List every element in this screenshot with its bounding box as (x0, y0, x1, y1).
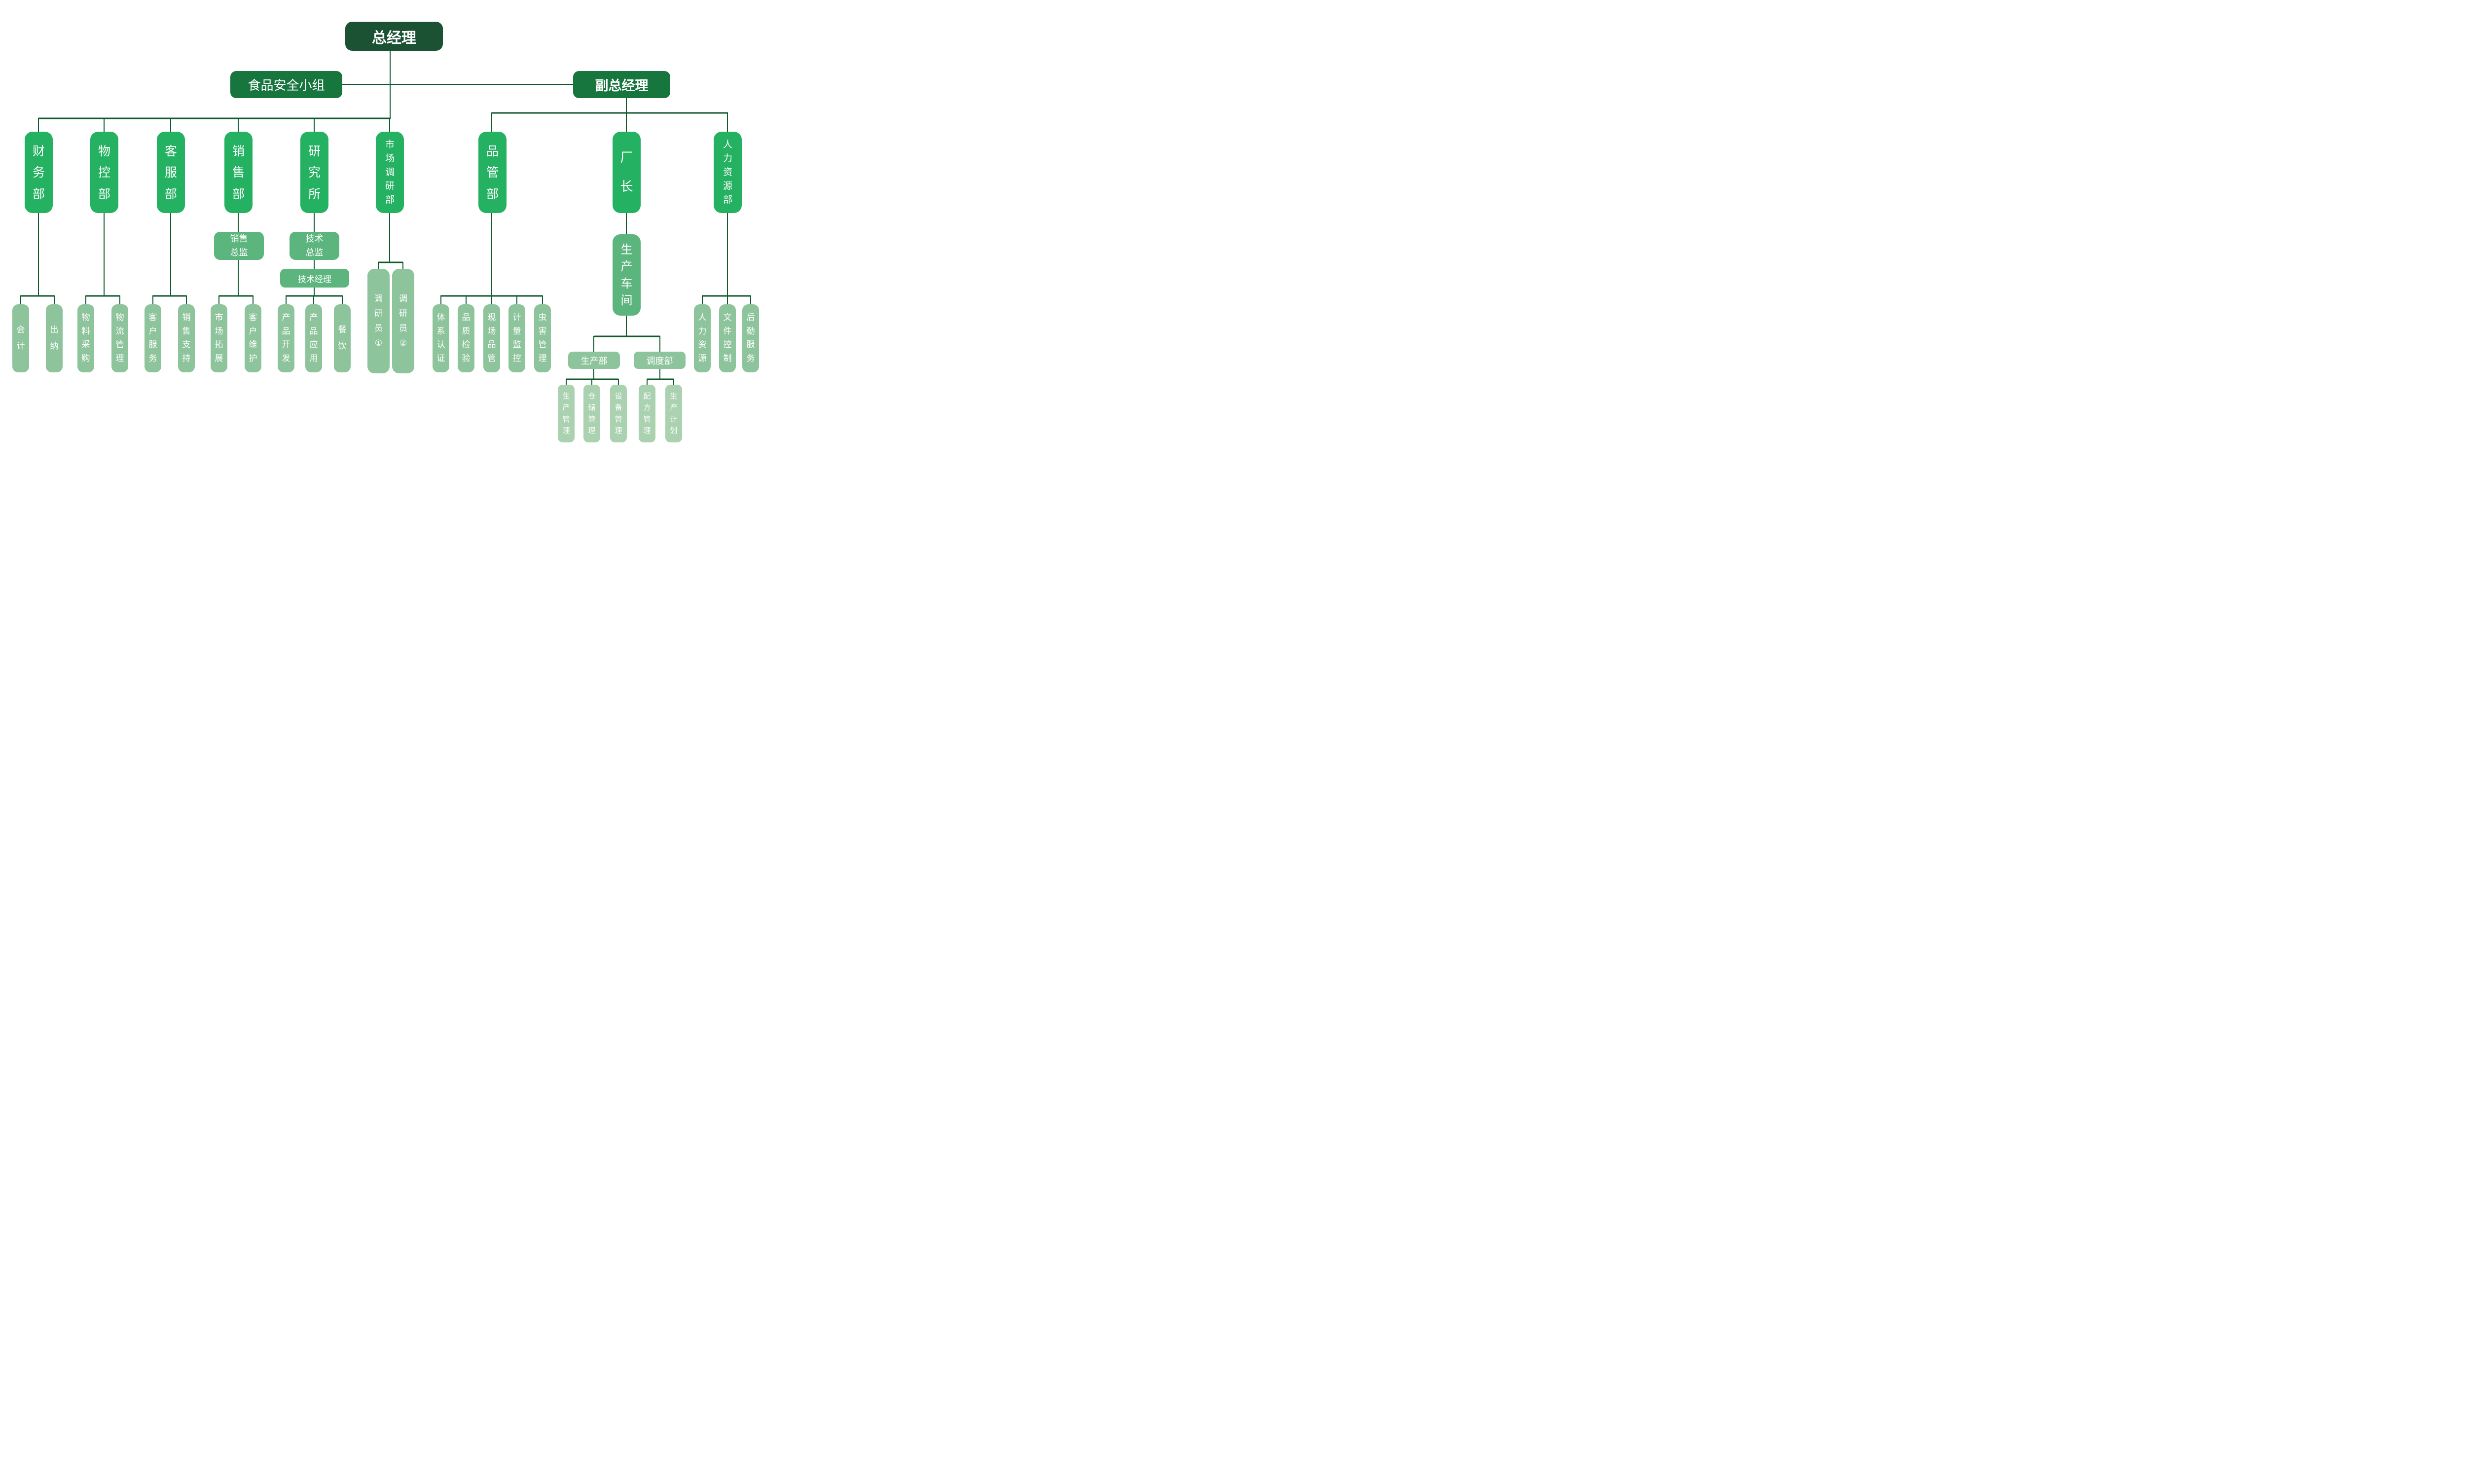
node-customer-maintenance: 客户维护 (245, 304, 261, 372)
node-food-safety-team: 食品安全小组 (230, 71, 342, 98)
node-catering: 餐饮 (334, 304, 351, 372)
org-chart: 总经理 食品安全小组 副总经理 财务部 物控部 客服部 销售部 研究所 市场调研… (0, 0, 773, 464)
node-system-certification: 体系认证 (433, 304, 449, 372)
node-production-dept: 生产部 (568, 352, 620, 369)
node-finance-dept: 财务部 (25, 132, 53, 213)
node-logistics-service: 后勤服务 (742, 304, 759, 372)
node-general-manager: 总经理 (345, 22, 443, 51)
node-product-application: 产品应用 (305, 304, 322, 372)
node-sales-director-label: 销售总监 (230, 233, 248, 258)
node-production-workshop: 生产车间 (613, 234, 641, 316)
node-cashier: 出纳 (46, 304, 63, 372)
node-customer-service: 客户服务 (145, 304, 161, 372)
node-tech-manager: 技术经理 (280, 269, 349, 288)
node-material-control-dept: 物控部 (90, 132, 118, 213)
node-formula-management: 配方管理 (639, 385, 655, 442)
node-warehouse-management: 仓储管理 (583, 385, 600, 442)
connector-lines (20, 51, 751, 385)
node-logistics-management: 物流管理 (111, 304, 128, 372)
node-tech-director: 技术总监 (290, 232, 339, 260)
node-sales-dept: 销售部 (224, 132, 253, 213)
node-research-institute: 研究所 (300, 132, 328, 213)
node-equipment-management: 设备管理 (610, 385, 627, 442)
node-accounting: 会计 (12, 304, 29, 372)
node-dispatch-dept: 调度部 (634, 352, 686, 369)
node-market-research-dept: 市场调研部 (376, 132, 404, 213)
node-material-purchasing: 物料采购 (77, 304, 94, 372)
node-tech-director-label: 技术总监 (305, 233, 324, 258)
node-measurement-monitoring: 计量监控 (508, 304, 525, 372)
node-customer-service-dept: 客服部 (157, 132, 185, 213)
node-factory-director: 厂长 (613, 132, 641, 213)
node-sales-support: 销售支持 (178, 304, 195, 372)
node-production-management: 生产管理 (558, 385, 575, 442)
node-deputy-general-manager: 副总经理 (573, 71, 670, 98)
node-onsite-quality: 现场品管 (483, 304, 500, 372)
node-hr-dept: 人力资源部 (714, 132, 742, 213)
node-sales-director: 销售总监 (214, 232, 264, 260)
node-quality-dept: 品管部 (478, 132, 507, 213)
node-production-planning: 生产计划 (665, 385, 682, 442)
node-document-control: 文件控制 (719, 304, 736, 372)
node-market-expansion: 市场拓展 (211, 304, 227, 372)
node-quality-inspection: 品质检验 (458, 304, 474, 372)
node-product-development: 产品开发 (278, 304, 294, 372)
node-pest-management: 虫害管理 (534, 304, 551, 372)
node-human-resources: 人力资源 (694, 304, 711, 372)
